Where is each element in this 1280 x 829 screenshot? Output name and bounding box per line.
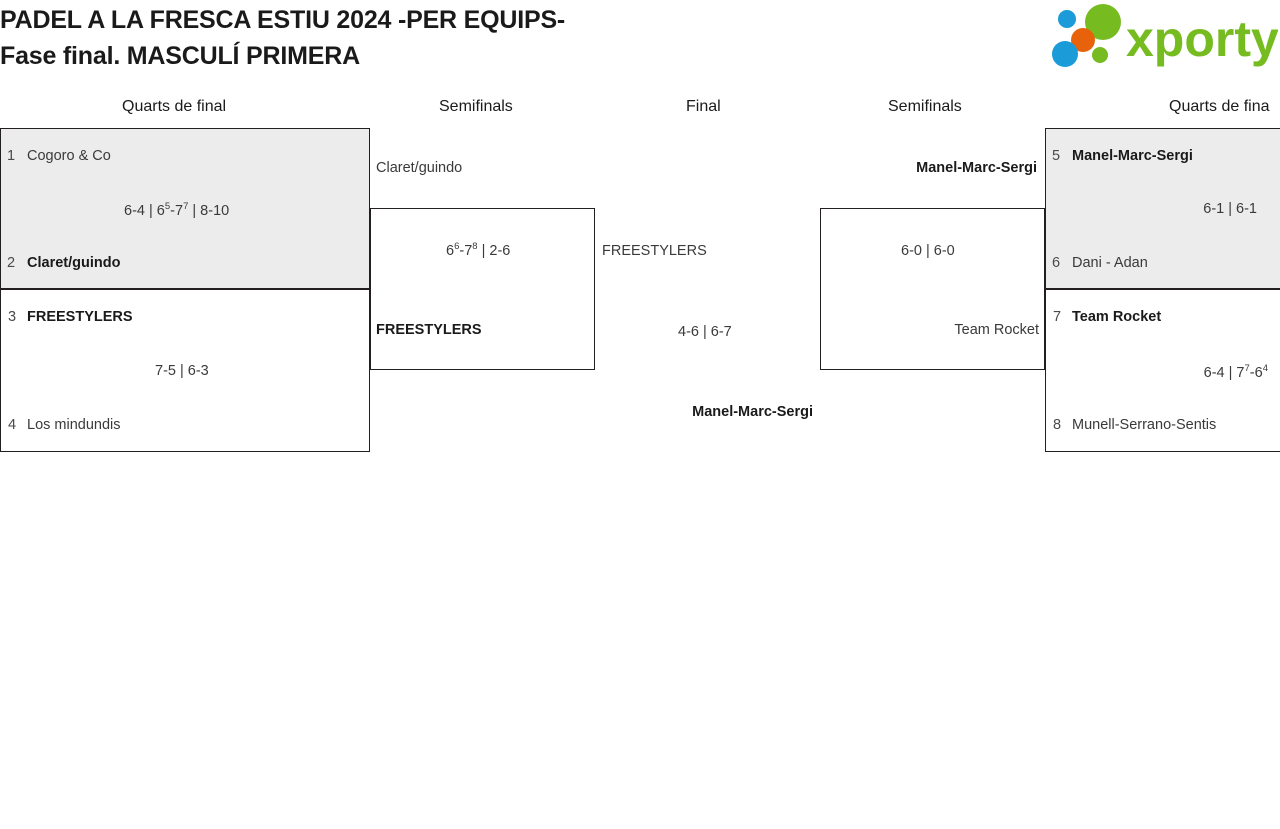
seed-qf-left-2-bottom: 4 <box>8 417 17 433</box>
player-sf-right-bottom[interactable]: Team Rocket <box>954 322 1039 338</box>
player-sf-right-top[interactable]: Manel-Marc-Sergi <box>916 160 1037 176</box>
match-box-sf-left[interactable] <box>370 208 595 370</box>
player-qf-right-2-bottom[interactable]: Munell-Serrano-Sentis <box>1072 417 1217 433</box>
player-qf-left-2-top[interactable]: FREESTYLERS <box>27 309 133 325</box>
score-sf-right: 6-0 | 6-0 <box>901 243 955 259</box>
match-box-sf-right[interactable] <box>820 208 1045 370</box>
player-sf-left-bottom[interactable]: FREESTYLERS <box>376 322 482 338</box>
score-qf-right-1: 6-1 | 6-1 <box>1203 201 1257 217</box>
match-box-qf-right-2[interactable] <box>1045 289 1280 452</box>
score-final: 4-6 | 6-7 <box>678 324 732 340</box>
seed-qf-right-1-bottom: 6 <box>1052 255 1061 271</box>
player-qf-right-2-top[interactable]: Team Rocket <box>1072 309 1162 325</box>
logo-dot-blue-large <box>1052 41 1078 67</box>
round-header-qf-left: Quarts de final <box>122 98 227 115</box>
player-qf-left-2-bottom[interactable]: Los mindundis <box>27 417 121 433</box>
score-qf-left-2: 7-5 | 6-3 <box>155 363 209 379</box>
player-qf-right-1-top[interactable]: Manel-Marc-Sergi <box>1072 148 1193 164</box>
seed-qf-left-1-top: 1 <box>7 148 16 164</box>
xporty-logo-svg: xporty <box>1052 4 1278 67</box>
match-box-qf-right-1[interactable] <box>1045 128 1280 289</box>
player-qf-right-1-bottom[interactable]: Dani - Adan <box>1072 255 1148 271</box>
seed-qf-left-2-top: 3 <box>8 309 17 325</box>
round-header-qf-right: Quarts de fina <box>1169 98 1270 115</box>
logo-wordmark: xporty <box>1126 11 1278 67</box>
player-sf-left-top[interactable]: Claret/guindo <box>376 160 463 176</box>
score-qf-left-1: 6-4 | 65-77 | 8-10 <box>124 201 230 219</box>
logo-dot-blue-small <box>1058 10 1076 28</box>
logo-dot-orange <box>1071 28 1095 52</box>
match-box-qf-left-1[interactable] <box>0 128 370 289</box>
page-title: PADEL A LA FRESCA ESTIU 2024 -PER EQUIPS… <box>0 0 700 74</box>
logo-dot-green-small <box>1092 47 1108 63</box>
page-title-line-2: Fase final. MASCULÍ PRIMERA <box>0 42 360 70</box>
seed-qf-right-1-top: 5 <box>1052 148 1061 164</box>
match-box-qf-left-2[interactable] <box>0 289 370 452</box>
logo-dot-green-large <box>1085 4 1121 40</box>
xporty-logo: xporty <box>1048 4 1278 68</box>
player-qf-left-1-top[interactable]: Cogoro & Co <box>27 148 111 164</box>
player-final-top[interactable]: FREESTYLERS <box>602 243 707 259</box>
round-header-sf-right: Semifinals <box>888 98 962 115</box>
seed-qf-right-2-top: 7 <box>1053 309 1062 325</box>
score-qf-right-2: 6-4 | 77-64 <box>1203 363 1268 381</box>
player-final-bottom[interactable]: Manel-Marc-Sergi <box>692 404 813 420</box>
score-sf-left: 66-78 | 2-6 <box>446 241 511 259</box>
page-title-line-1: PADEL A LA FRESCA ESTIU 2024 -PER EQUIPS… <box>0 6 566 34</box>
round-header-sf-left: Semifinals <box>439 98 513 115</box>
seed-qf-right-2-bottom: 8 <box>1053 417 1062 433</box>
round-header-final: Final <box>686 98 721 115</box>
player-qf-left-1-bottom[interactable]: Claret/guindo <box>27 255 121 271</box>
seed-qf-left-1-bottom: 2 <box>7 255 16 271</box>
